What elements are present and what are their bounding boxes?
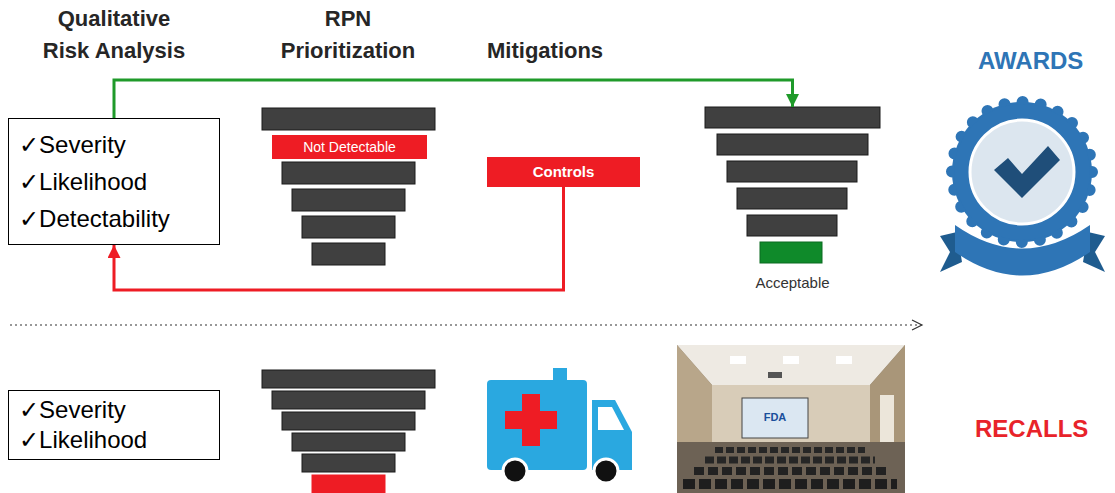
funnel-bar bbox=[717, 134, 868, 155]
wheel bbox=[503, 459, 527, 483]
column-header: Qualitative Risk Analysis bbox=[38, 3, 190, 67]
projection-screen bbox=[742, 398, 808, 438]
ceiling-light bbox=[783, 356, 799, 364]
funnel-bar bbox=[262, 370, 435, 388]
node-text: Not Detectable bbox=[303, 136, 396, 158]
chair-row bbox=[694, 467, 886, 475]
funnel-bar bbox=[292, 189, 405, 211]
badge-disc bbox=[954, 104, 1090, 240]
ribbon-band bbox=[955, 225, 1090, 276]
check-mark bbox=[994, 146, 1060, 198]
funnel-bar bbox=[282, 162, 415, 184]
chair-row bbox=[705, 457, 875, 464]
node-text: ✓Severity bbox=[19, 395, 126, 425]
acceptable-bar bbox=[760, 242, 822, 263]
success-arrow bbox=[114, 80, 793, 118]
funnel-bar bbox=[705, 107, 880, 128]
back-wall bbox=[712, 385, 870, 445]
node-text: ✓Severity bbox=[19, 126, 126, 163]
rpn-funnel bbox=[262, 108, 435, 265]
column-header: Mitigations bbox=[487, 35, 603, 67]
photo-ground bbox=[677, 345, 905, 493]
funnel-bar bbox=[302, 216, 395, 238]
column-header: RPN Prioritization bbox=[273, 3, 423, 67]
chair-row bbox=[683, 479, 897, 489]
timeline-arrow bbox=[10, 320, 922, 330]
projector bbox=[768, 372, 782, 378]
ceiling-light bbox=[836, 356, 852, 364]
chair-row bbox=[715, 447, 865, 453]
node-text: Controls bbox=[533, 162, 595, 182]
red-cross bbox=[505, 411, 557, 429]
funnel-bar bbox=[282, 412, 415, 430]
ceiling-light bbox=[730, 356, 746, 364]
funnel-bar: Not Detectable bbox=[272, 135, 427, 159]
ambulance-body bbox=[487, 380, 587, 470]
node-text: ✓Likelihood bbox=[19, 425, 147, 455]
ceiling bbox=[677, 345, 905, 385]
screen-logo: FDA bbox=[742, 410, 808, 424]
funnel-bar bbox=[747, 215, 837, 236]
process-box: Controls bbox=[487, 157, 640, 187]
criteria-box: ✓Severity✓Likelihood bbox=[8, 390, 220, 460]
award-badge bbox=[940, 102, 1105, 276]
funnel-bar bbox=[737, 188, 847, 209]
result-funnel: Acceptable bbox=[700, 107, 885, 297]
badge-rim bbox=[952, 102, 1092, 242]
funnel-bar bbox=[312, 243, 385, 265]
cab-window bbox=[598, 407, 624, 430]
ambulance-icon bbox=[487, 368, 632, 483]
recall-funnel bbox=[262, 370, 435, 493]
node-text: ✓Likelihood bbox=[19, 163, 147, 200]
window bbox=[880, 395, 894, 450]
funnel-bar bbox=[727, 161, 857, 182]
acceptable-funnel bbox=[705, 107, 880, 263]
criteria-box: ✓Severity✓Likelihood✓Detectability bbox=[8, 118, 220, 245]
outcome-label: AWARDS bbox=[978, 46, 1083, 76]
wheel bbox=[594, 459, 618, 483]
outcome-label: RECALLS bbox=[975, 414, 1088, 444]
node-text: ✓Detectability bbox=[19, 200, 170, 237]
dotted-line bbox=[10, 324, 921, 325]
arrow-head bbox=[912, 320, 922, 330]
funnel-bar bbox=[292, 433, 405, 451]
floor bbox=[677, 442, 905, 493]
node-text: Acceptable bbox=[755, 273, 829, 293]
siren bbox=[553, 368, 567, 380]
funnel-bar bbox=[272, 391, 425, 409]
badge-center bbox=[970, 120, 1074, 224]
risk-bar bbox=[312, 475, 385, 493]
funnel-bar bbox=[262, 108, 435, 130]
fda-room-photo bbox=[677, 345, 905, 493]
funnel-bar bbox=[302, 454, 395, 472]
